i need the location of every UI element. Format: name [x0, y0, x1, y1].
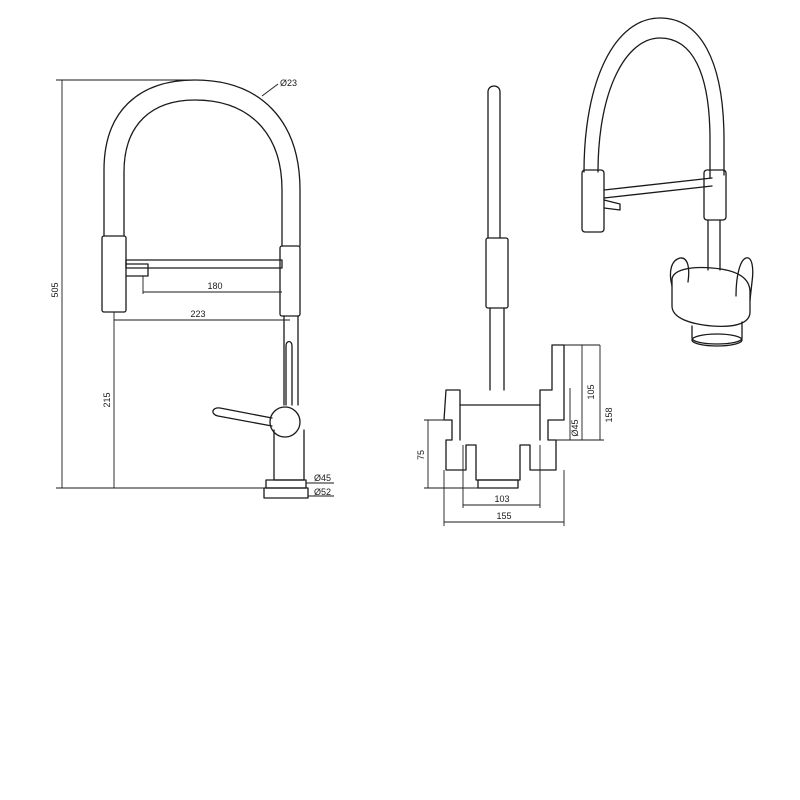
- front-spray-head: [101, 235, 127, 313]
- persp-right-handle: [735, 257, 754, 301]
- dim-diam-52: Ø52: [314, 487, 331, 497]
- persp-spout-outer: [583, 17, 725, 176]
- side-body: [443, 344, 565, 481]
- persp-support-bar: [603, 177, 713, 199]
- dim-height-505: 505: [50, 282, 60, 297]
- dim-height-105: 105: [586, 384, 596, 399]
- side-column: [489, 307, 505, 391]
- side-view: [443, 85, 565, 489]
- side-spout: [487, 85, 501, 239]
- dim-diam-45-side: Ø45: [570, 419, 580, 436]
- front-view: [101, 79, 309, 499]
- front-dimensions: 505 Ø23 180 223 215 Ø45 Ø52: [50, 78, 334, 497]
- front-body: [273, 315, 305, 481]
- persp-body: [671, 266, 751, 328]
- persp-spout-inner: [597, 37, 711, 179]
- side-dimensions: 75 103 155 Ø45 105 158: [416, 344, 614, 526]
- dim-height-75: 75: [416, 450, 426, 460]
- front-spout-outer: [103, 79, 301, 247]
- dim-reach-180: 180: [207, 281, 222, 291]
- persp-spout-holder: [703, 169, 727, 221]
- dim-height-158: 158: [604, 407, 614, 422]
- persp-left-handle: [669, 257, 690, 287]
- front-lever-handle: [285, 340, 293, 406]
- front-spout-holder: [279, 245, 301, 317]
- dim-diam-45-front: Ø45: [314, 473, 331, 483]
- front-spout-inner: [123, 99, 283, 247]
- persp-base-ring: [691, 333, 743, 347]
- dim-height-215: 215: [102, 392, 112, 407]
- front-support-bar: [125, 259, 283, 269]
- front-base-plate: [263, 487, 309, 499]
- persp-spray-head: [581, 169, 605, 233]
- side-base: [477, 479, 519, 489]
- perspective-view: [581, 17, 754, 347]
- persp-spray-tip: [603, 199, 621, 211]
- persp-column: [707, 219, 721, 271]
- dim-width-155: 155: [496, 511, 511, 521]
- front-spray-outlet: [125, 263, 149, 277]
- dim-diam-23: Ø23: [280, 78, 297, 88]
- front-handle-arm: [212, 407, 273, 427]
- side-spout-holder: [485, 237, 509, 309]
- dim-width-103: 103: [494, 494, 509, 504]
- front-base-ring: [265, 479, 307, 489]
- front-handle-hub: [269, 406, 301, 438]
- dim-reach-223: 223: [190, 309, 205, 319]
